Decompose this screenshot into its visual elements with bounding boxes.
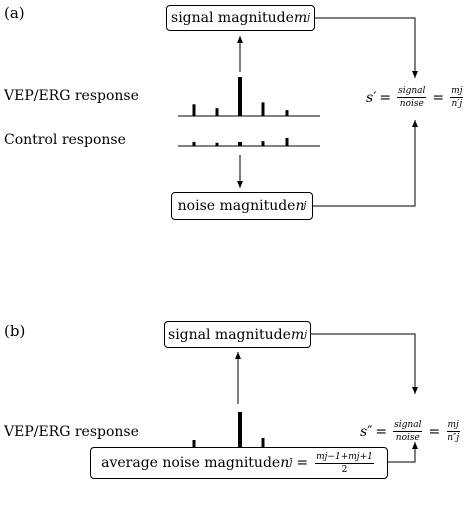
- signal-over-noise-a: signal noise: [397, 86, 427, 109]
- frac-den-n-a: n′j: [451, 99, 463, 109]
- frac-num-signal-b: signal: [393, 420, 423, 432]
- formula-eq1-a: =: [379, 89, 392, 106]
- formula-eq1-b: =: [375, 423, 388, 440]
- formula-lhs-mark-b: ″: [367, 423, 373, 440]
- signal-sub-b: j: [304, 329, 307, 340]
- signal-to-formula-wire-a: [315, 17, 418, 78]
- panel-b-label: (b): [4, 322, 26, 340]
- avg-noise-sup-b: ″: [289, 458, 293, 468]
- m-over-n-a: mj n′j: [450, 86, 464, 109]
- signal-to-formula-wire-b: [311, 333, 418, 394]
- control-bars-a: [192, 137, 289, 146]
- noise-to-formula-wire-b: [388, 442, 418, 463]
- control-a-bar-2: [215, 142, 219, 146]
- vep-bars-b: [192, 412, 289, 452]
- control-a-bar-1: [192, 141, 196, 146]
- avg-noise-eq-b: =: [296, 455, 309, 471]
- signal-sub-a: j: [307, 13, 310, 23]
- m-over-n-b: mj n″j: [446, 420, 460, 443]
- frac-den-noise-b: noise: [395, 433, 420, 443]
- signal-var-a: m: [293, 10, 308, 26]
- noise-magnitude-box-a: noise magnitude n′j: [171, 192, 313, 220]
- noise-box-text-a: noise magnitude: [177, 198, 296, 214]
- signal-var-b: m: [290, 326, 305, 343]
- vep-a-bar-4: [261, 102, 265, 116]
- vep-a-bar-1: [192, 104, 196, 116]
- signal-box-text-a: signal magnitude: [171, 10, 294, 26]
- formula-eq2-b: =: [428, 423, 441, 440]
- frac-num-m-b: mj: [446, 420, 460, 432]
- vep-a-bar-2: [215, 108, 219, 116]
- noise-to-formula-wire-a: [313, 120, 418, 207]
- avg-frac-den-b: 2: [341, 464, 348, 475]
- avg-noise-text-b: average noise magnitude: [101, 455, 281, 471]
- vep-a-bar-3: [238, 77, 242, 116]
- vep-a-bar-5: [285, 110, 289, 116]
- vep-b-bar-4: [261, 438, 265, 452]
- noise-sub-a: j: [303, 201, 307, 211]
- formula-eq2-a: =: [432, 89, 445, 106]
- frac-den-noise-a: noise: [399, 99, 424, 109]
- control-label-a: Control response: [4, 132, 126, 148]
- formula-a: s′ = signal noise = mj n′j: [366, 86, 466, 109]
- frac-num-signal-a: signal: [397, 86, 427, 98]
- vep-bars-a: [192, 77, 289, 116]
- vep-erg-label-a: VEP/ERG response: [4, 88, 139, 104]
- frac-num-m-a: mj: [450, 86, 464, 98]
- control-a-bar-4: [261, 141, 265, 146]
- avg-frac-num-b: mj−1+mj+1: [315, 451, 374, 464]
- formula-lhs-var-b: s: [360, 423, 368, 440]
- vep-b-bar-3: [238, 412, 242, 452]
- frac-den-n-b: n″j: [447, 433, 460, 443]
- formula-lhs-mark-a: ′: [373, 89, 377, 106]
- signal-over-noise-b: signal noise: [393, 420, 423, 443]
- formula-b: s″ = signal noise = mj n″j: [360, 420, 463, 443]
- panel-a-label: (a): [4, 4, 25, 22]
- control-a-bar-3: [238, 141, 242, 146]
- vep-erg-label-b: VEP/ERG response: [4, 424, 139, 440]
- vep-b-bar-1: [192, 440, 196, 452]
- control-a-bar-5: [285, 137, 289, 146]
- average-noise-box-b: average noise magnitude n″j = mj−1+mj+1 …: [90, 447, 388, 479]
- avg-noise-frac-b: mj−1+mj+1 2: [315, 452, 374, 475]
- formula-lhs-var-a: s: [366, 89, 374, 106]
- signal-box-text-b: signal magnitude: [168, 326, 291, 343]
- noise-sup-a: ′: [304, 201, 307, 211]
- avg-noise-var-b: n: [280, 455, 290, 471]
- avg-noise-sub-b: j: [289, 458, 293, 468]
- noise-var-a: n: [295, 198, 305, 214]
